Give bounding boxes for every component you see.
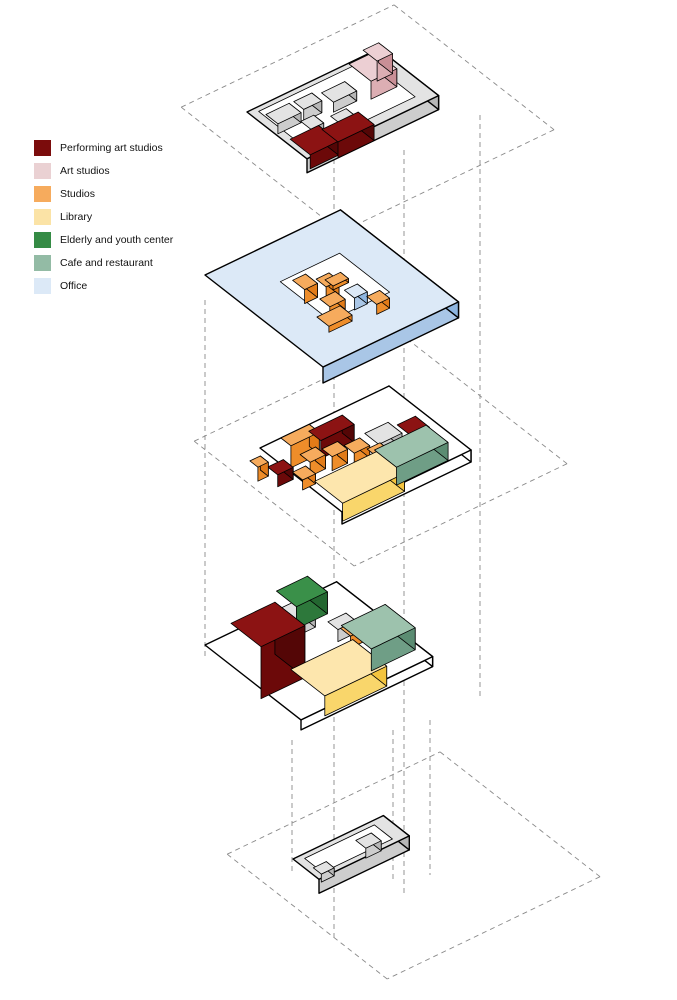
room-top <box>321 81 358 103</box>
studio-top <box>324 271 349 287</box>
dashed-guide-line <box>341 129 555 233</box>
legend-swatch-cafe-restaurant <box>34 254 51 271</box>
room-top <box>364 421 403 445</box>
studio-top <box>292 273 318 291</box>
legend-item-art-studios: Art studios <box>34 159 234 182</box>
legend-swatch-art-studios <box>34 162 51 179</box>
room-top <box>293 92 323 110</box>
legend-label: Library <box>60 210 93 223</box>
dashed-guide-line <box>406 338 568 465</box>
legend-label: Elderly and youth center <box>60 233 174 246</box>
legend-swatch-library <box>34 208 51 225</box>
dashed-guide-line <box>387 876 601 980</box>
dashed-guide-line <box>181 4 395 108</box>
studio-top <box>319 291 346 308</box>
cafe-restaurant-top <box>374 424 449 468</box>
dashed-guide-line <box>194 338 408 442</box>
performing-studio-top <box>267 459 294 476</box>
studio-top <box>292 465 316 481</box>
studios-floor <box>249 385 472 525</box>
dashed-guide-line <box>193 440 355 567</box>
art-studio-top <box>362 42 394 62</box>
dashed-guide-line <box>354 463 568 567</box>
legend-label: Performing art studios <box>60 141 163 154</box>
legend-item-cafe-restaurant: Cafe and restaurant <box>34 251 234 274</box>
dashed-guide-line <box>227 751 441 855</box>
performing-studio-top <box>308 414 355 442</box>
performing-studio-top <box>321 111 375 143</box>
elderly-youth-center-top <box>275 575 328 608</box>
legend-label: Art studios <box>60 164 110 177</box>
library-top <box>290 639 388 697</box>
legend-swatch-office <box>34 277 51 294</box>
legend-label: Office <box>60 279 88 292</box>
floor-stack <box>204 42 472 894</box>
room-top <box>265 102 302 125</box>
performing-studio-top <box>230 601 306 648</box>
legend-swatch-performing-art-studios <box>34 139 51 156</box>
legend-item-library: Library <box>34 205 234 228</box>
legend-swatch-studios <box>34 185 51 202</box>
basement-floor <box>292 814 410 894</box>
dashed-guide-line <box>226 853 388 980</box>
cafe-restaurant-top <box>340 604 416 650</box>
legend-item-performing-art-studios: Performing art studios <box>34 136 234 159</box>
dashed-guide-line <box>439 751 601 878</box>
legend: Performing art studios Art studios Studi… <box>34 136 234 297</box>
studio-top <box>321 441 349 458</box>
legend-label: Studios <box>60 187 96 200</box>
studio-top <box>366 289 391 305</box>
legend-item-office: Office <box>34 274 234 297</box>
room-top <box>355 832 382 849</box>
studio-top <box>249 455 269 468</box>
legend-item-studios: Studios <box>34 182 234 205</box>
top-floor <box>246 42 440 174</box>
office-floor <box>204 209 460 384</box>
legend-item-elderly-youth-center: Elderly and youth center <box>34 228 234 251</box>
legend-swatch-elderly-youth-center <box>34 231 51 248</box>
dashed-guide-line <box>393 4 555 131</box>
studio-top <box>299 446 326 463</box>
office-room-top <box>343 283 368 299</box>
legend-label: Cafe and restaurant <box>60 256 153 269</box>
studio-top <box>316 305 353 327</box>
studio-top <box>343 437 371 454</box>
dashed-guide-line <box>180 106 342 233</box>
ground-floor <box>204 575 434 731</box>
dashed-guide-lines <box>180 4 601 980</box>
room-top <box>312 861 335 875</box>
